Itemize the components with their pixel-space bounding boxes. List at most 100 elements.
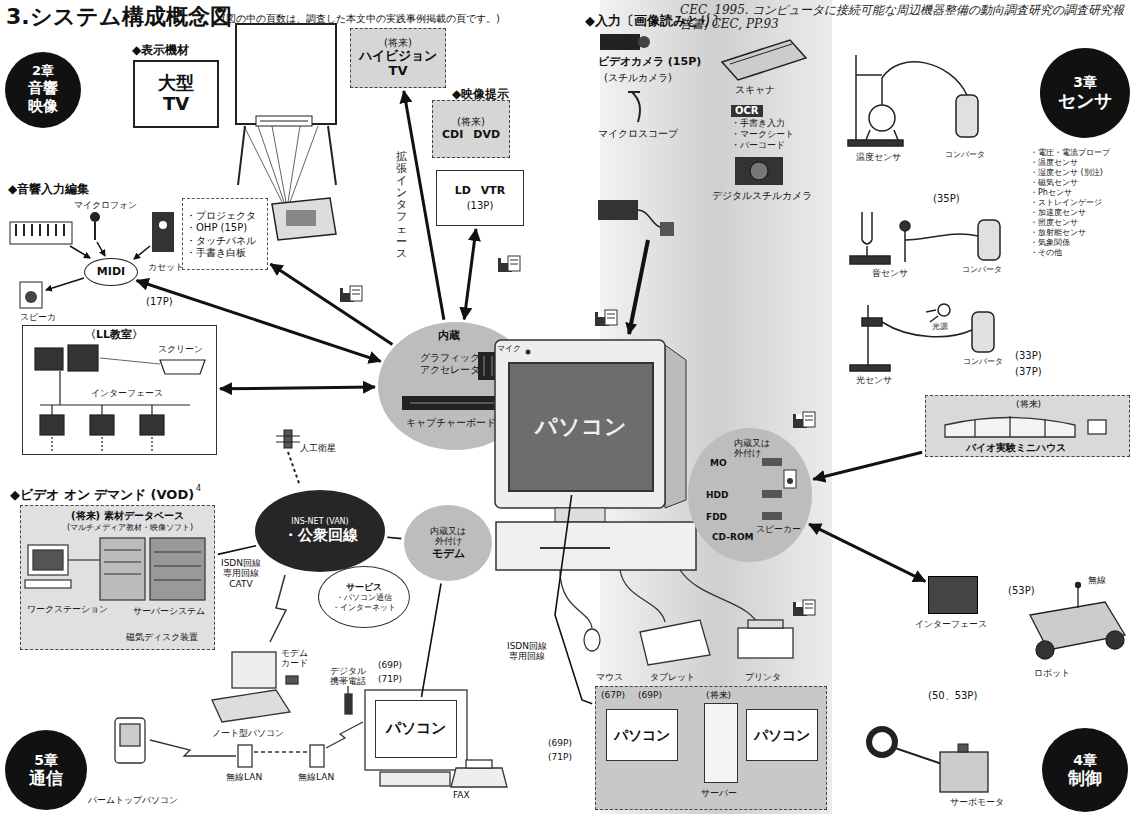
storage-ellipse-fill-part: [688, 428, 812, 562]
bottom-pc-part: [466, 760, 492, 768]
edge-label: 拡張インタフェース: [395, 150, 408, 261]
light-sensor-part: [850, 365, 890, 371]
ll-room-illustration-part: [40, 404, 190, 405]
sound-sensor-part: [904, 231, 906, 262]
node-text: 2章: [32, 64, 54, 79]
ll-room-box: 〈LL教室〉スクリーンインターフェース: [22, 325, 217, 455]
node-text: INS-NET (VAN): [291, 517, 348, 526]
pc-monitor-part: [665, 345, 686, 508]
server-box: サーバー: [704, 703, 738, 783]
floppy-icons-part: [595, 310, 617, 326]
text-label: タブレット: [650, 672, 695, 682]
node-text: 通信: [29, 769, 63, 789]
ll-room-illustration-part: [100, 358, 160, 364]
internal-ellipse-fill-part: [410, 403, 500, 404]
midi-oval: MIDI: [84, 258, 138, 286]
audio-devices-part-part: [31, 224, 33, 236]
text-label: マイク: [497, 344, 521, 353]
sound-sensor-part: [900, 221, 910, 231]
node-text: ・バーコード: [731, 140, 785, 150]
service-ellipse: サービス・パソコン通信・インターネット: [318, 566, 410, 628]
text-label: スピーカ: [20, 312, 56, 322]
audio-devices-part: [20, 282, 42, 308]
robot-part: [1036, 641, 1054, 659]
projector-device-part: [272, 198, 336, 240]
chapter-circle: 5章通信: [5, 730, 87, 810]
connector: [271, 264, 393, 344]
input-arrow: [629, 240, 648, 334]
wireless-devices-part: [115, 718, 145, 763]
servo-motor-part: [869, 729, 895, 755]
display-box: 大型 TV: [133, 60, 219, 128]
node-text: LD: [455, 185, 471, 198]
node-text: ・マークシート: [731, 129, 794, 139]
text-label: コンバータ: [963, 357, 1003, 366]
light-sensor-part: [882, 322, 972, 337]
vod-box: (将来) 素材データベース(マルチメディア教材・映像ソフト)ワークステーションサ…: [20, 505, 215, 650]
microscope: [628, 92, 640, 122]
text-label: デジタルスチルカメラ: [712, 190, 812, 202]
node-text: グラフィック アクセレータ: [420, 352, 485, 375]
text-label: 無線LAN: [298, 772, 334, 782]
node-text: 内蔵又は 外付け: [734, 438, 775, 459]
text-label: ・照度センサ: [1030, 218, 1078, 227]
satellite: [276, 430, 300, 486]
audio-devices-part-part: [55, 224, 57, 236]
ll-room-illustration-part: [40, 415, 64, 435]
storage-ellipse-fill-part: [762, 490, 782, 498]
text-label: 音センサ: [872, 268, 908, 278]
audio-devices-part-part: [15, 224, 17, 236]
text-label: ・放射能センサ: [1030, 228, 1086, 237]
internal-ellipse-fill-part: [402, 396, 510, 410]
text-label: (53P): [1008, 585, 1035, 597]
audio-devices-part-part: [134, 246, 150, 259]
notebook-pc-part: [270, 575, 286, 642]
ll-room-illustration-part-part: [101, 437, 102, 452]
light-sensor-part: [867, 305, 869, 365]
storage-ellipse-fill-part: [784, 470, 796, 488]
camera-device-part: [660, 222, 674, 236]
robot: [1030, 583, 1125, 660]
microscope-part: [628, 91, 640, 93]
floppy-icons-part: [793, 600, 815, 616]
hivision-box: (将来)ハイビジョン TV: [350, 28, 446, 88]
text-label: 無線: [1088, 575, 1106, 585]
storage-ellipse-fill: [688, 428, 812, 562]
servo-motor: [869, 729, 988, 792]
diagram-title: 3.システム構成概念図: [6, 4, 232, 29]
servo-motor-part: [940, 752, 988, 792]
bottom-pc-part: [451, 768, 507, 787]
vod-illustration-part: [104, 573, 141, 574]
video-camera: [600, 34, 650, 50]
internal-ellipse-fill-part-part: [484, 356, 485, 376]
scanner-part: [722, 40, 806, 80]
ll-room-illustration-part: [160, 360, 205, 374]
vod-illustration-part: [68, 559, 100, 560]
storage-ellipse-fill-part: [762, 458, 782, 466]
servo-motor-part: [895, 748, 945, 765]
text-label: (35P): [933, 193, 960, 205]
node-text: (13P): [440, 200, 520, 212]
audio-devices-part: [25, 291, 37, 303]
text-label: カセット: [148, 262, 184, 272]
text-label: ・磁気センサ: [1030, 178, 1078, 187]
node-text: (69P): [638, 690, 662, 700]
text-label: ・電圧・電流プローブ: [1030, 148, 1110, 157]
node-text: 〈LL教室〉: [85, 329, 143, 342]
text-label: モデム カード: [281, 648, 311, 669]
text-label: プリンタ: [745, 672, 781, 682]
node-text: 3章: [1073, 74, 1097, 90]
node-text: ・タッチパネル: [186, 235, 256, 247]
node-text: MIDI: [97, 266, 125, 279]
audio-devices-part-part: [39, 224, 41, 236]
screen-easel-part: [328, 126, 336, 185]
node-text: HDD: [706, 490, 728, 500]
connector: [137, 281, 381, 362]
temperature-sensor-part: [856, 74, 882, 76]
chapter-circle: 4章制御: [1042, 728, 1128, 812]
node-text: (将来): [384, 37, 412, 49]
screen-easel-part: [260, 121, 308, 122]
notebook-pc-part: [286, 676, 298, 684]
text-label: ビデオカメラ (15P): [598, 56, 701, 69]
network-box-fill: [595, 686, 827, 810]
